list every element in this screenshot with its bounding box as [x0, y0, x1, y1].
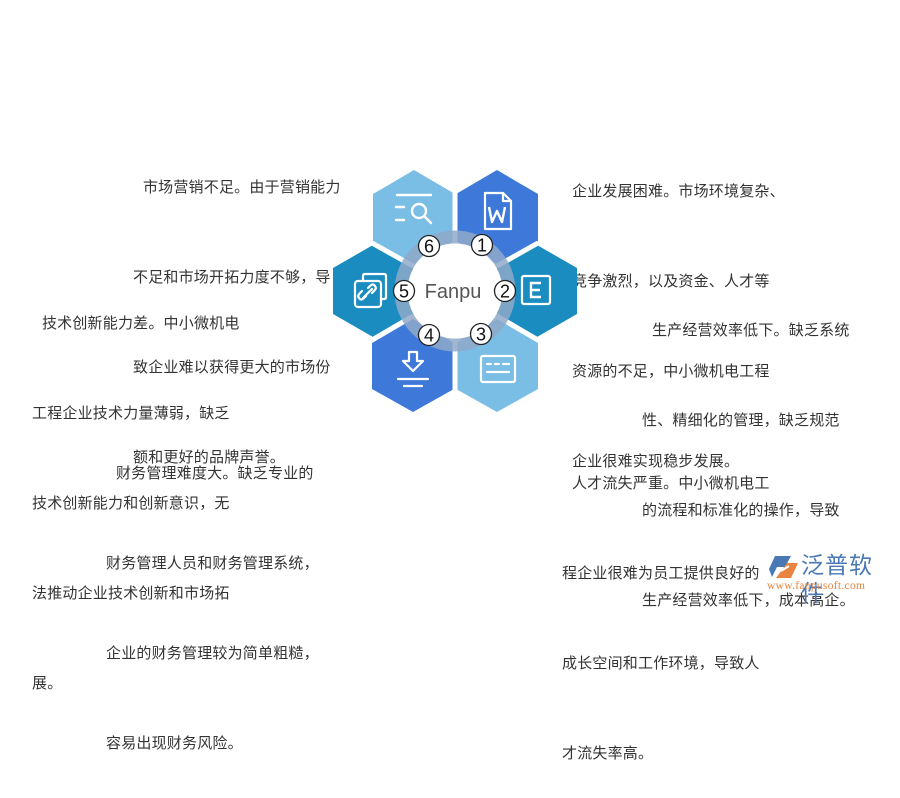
e-letter-box-icon	[520, 274, 552, 306]
svg-text:1: 1	[477, 236, 487, 256]
note-line: 额和更好的品牌声誉。	[133, 448, 286, 466]
hexagon-diagram: Fanpu 1 2 3 4 5 6	[333, 170, 577, 412]
number-badge-5: 5	[392, 279, 416, 303]
note-line: 技术创新能力差。中小微机电	[32, 314, 240, 332]
search-list-icon	[394, 193, 433, 225]
note-line: 资源的不足，中小微机电工程	[572, 362, 770, 380]
number-badge-1: 1	[470, 233, 494, 257]
number-badge-4: 4	[417, 323, 441, 347]
note-line: 性、精细化的管理，缺乏规范	[642, 411, 840, 429]
note-line: 人才流失严重。中小微机电工	[562, 474, 770, 492]
note-line: 容易出现财务风险。	[106, 734, 243, 752]
note-line: 程企业很难为员工提供良好的	[562, 564, 760, 582]
note-line: 致企业难以获得更大的市场份	[133, 358, 331, 376]
hex-segment-5	[333, 245, 413, 337]
note-innovation: 技术创新能力差。中小微机电 工程企业技术力量薄弱，缺乏 技术创新能力和创新意识，…	[32, 248, 282, 728]
note-development: 企业发展困难。市场环境复杂、 竞争激烈，以及资金、人才等 资源的不足，中小微机电…	[572, 116, 822, 506]
note-line: 企业发展困难。市场环境复杂、	[572, 182, 785, 200]
number-badge-3: 3	[469, 322, 493, 346]
note-line: 竞争激烈，以及资金、人才等	[572, 272, 770, 290]
note-line: 市场营销不足。由于营销能力	[133, 178, 341, 196]
note-line: 企业的财务管理较为简单粗糙，	[106, 644, 319, 662]
note-line: 法推动企业技术创新和市场拓	[32, 584, 230, 602]
word-document-icon	[483, 191, 513, 231]
download-icon	[396, 350, 430, 388]
link-copy-icon	[353, 272, 388, 309]
svg-text:2: 2	[500, 282, 510, 302]
note-marketing: 市场营销不足。由于营销能力 不足和市场开拓力度不够，导 致企业难以获得更大的市场…	[133, 112, 373, 502]
text-window-icon	[479, 354, 517, 384]
number-badge-2: 2	[493, 279, 517, 303]
svg-text:5: 5	[399, 282, 409, 302]
logo-url-text: www.fanpusoft.com	[767, 580, 866, 592]
note-line: 不足和市场开拓力度不够，导	[133, 268, 331, 286]
note-line: 的流程和标准化的操作，导致	[642, 501, 840, 519]
svg-text:4: 4	[424, 326, 434, 346]
center-label: Fanpu	[425, 281, 482, 303]
fanpu-logo: 泛普软件 www.fanpusoft.com	[765, 552, 895, 607]
fanpu-logo-icon	[769, 556, 798, 578]
hex-segment-2	[497, 245, 577, 337]
note-line: 财务管理难度大。缺乏专业的	[106, 464, 314, 482]
svg-text:6: 6	[424, 237, 434, 257]
note-line: 成长空间和工作环境，导致人	[562, 654, 760, 672]
center-circle	[407, 243, 503, 339]
note-line: 生产经营效率低下。缺乏系统	[642, 321, 850, 339]
note-line: 工程企业技术力量薄弱，缺乏	[32, 404, 230, 422]
note-line: 技术创新能力和创新意识，无	[32, 494, 230, 512]
note-line: 企业很难实现稳步发展。	[572, 452, 740, 470]
number-badge-6: 6	[417, 234, 441, 258]
note-line: 财务管理人员和财务管理系统，	[106, 554, 319, 572]
note-line: 才流失率高。	[562, 744, 654, 762]
svg-text:3: 3	[476, 325, 486, 345]
